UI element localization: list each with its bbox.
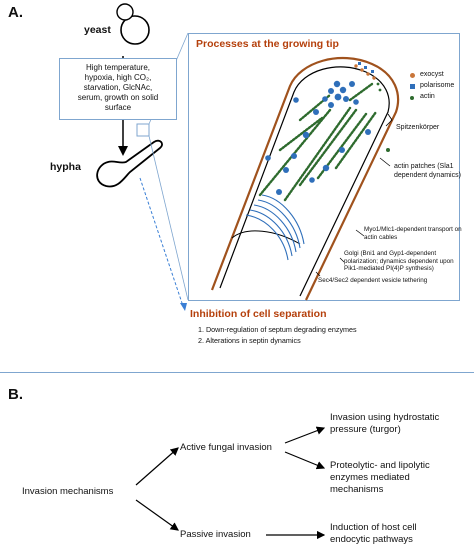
exocyst-marker-icon [410,73,415,78]
condition-line: starvation, GlcNAc, [83,83,153,92]
spitzenkorper-label: Spitzenkörper [396,124,440,131]
golgi-label: Golgi (Bni1 and Gyp1-dependent polarizat… [344,250,454,273]
legend-item-exocyst: exocyst [410,70,454,81]
dashed-arrowhead [180,303,187,311]
annotation-line: actin patches (Sla1 [394,163,454,170]
legend-item-actin: actin [410,92,454,103]
tip-complexes [354,62,382,92]
inhibition-list: 1. Down-regulation of septum degrading e… [198,325,357,346]
annotation-line: Golgi (Bni1 and Gyp1-dependent [344,250,437,257]
condition-line: hypoxia, high CO₂, [84,73,152,82]
yeast-bud [116,3,134,21]
proteolytic-invasion: Proteolytic- and lipolytic enzymes media… [330,460,430,496]
active-invasion: Active fungal invasion [180,442,272,453]
hypha-label: hypha [50,161,81,173]
annotation-line: dependent dynamics) [394,171,461,179]
polarisome-marker-icon [410,84,415,89]
endocytic-invasion: Induction of host cell endocytic pathway… [330,522,417,546]
arrow-to-hydrostatic [284,426,326,444]
inhibition-item: 1. Down-regulation of septum degrading e… [198,325,357,334]
annotation-line: actin cables [364,233,398,241]
node-line: enzymes mediated [330,472,410,483]
node-line: Proteolytic- and lipolytic [330,460,430,471]
legend: exocyst polarisome actin [410,70,454,103]
node-line: Induction of host cell [330,522,417,533]
condition-line: serum, growth on solid [77,93,159,102]
processes-box [188,33,460,301]
dashed-arrow [139,177,184,307]
legend-label: exocyst [420,71,444,79]
cell-wall-outer [210,56,400,301]
conditions-box: High temperature, hypoxia, high CO₂, sta… [59,58,177,120]
invasion-root: Invasion mechanisms [22,486,114,497]
arrow-to-active [135,447,179,486]
actin-marker-icon [410,95,414,100]
annotation-line: polarization; dynamics dependent upon [344,257,454,265]
myo1-pointer [355,229,365,237]
actin-patch-pointer [379,157,391,167]
inhibition-item: 2. Alterations in septin dynamics [198,335,301,345]
passive-invasion: Passive invasion [180,529,251,540]
golgi-stack [245,194,305,261]
hypha-cell [96,139,163,188]
panel-a-label: A. [8,4,23,21]
node-line: endocytic pathways [330,534,413,545]
panel-separator [0,372,474,373]
node-line: Invasion using hydrostatic [330,412,440,423]
tip-focus-square [136,123,150,137]
spitzenkorper-pointer [385,113,393,127]
legend-label: polarisome [420,82,455,90]
processes-title: Processes at the growing tip [196,38,339,50]
vesicles [265,80,371,195]
inhibition-title: Inhibition of cell separation [190,308,327,320]
actin-patches-label: actin patches (Sla1 dependent dynamics) [394,163,461,180]
sec4-label: Sec4/Sec2 dependent vesicle tethering [318,277,428,284]
node-line: pressure (turgor) [330,424,401,435]
annotation-line: Myo1/Mlc1-dependent transport on [364,226,462,233]
zoom-line-bottom [148,135,189,301]
node-line: mechanisms [330,484,384,495]
legend-label: actin [420,93,435,101]
panel-b-label: B. [8,386,23,403]
yeast-label: yeast [84,24,111,36]
plasma-membrane [219,66,390,297]
condition-line: High temperature, [85,63,151,72]
annotation-line: Pik1-mediated PI(4)P synthesis) [344,265,434,273]
actin-patch [386,148,390,152]
golgi-pointer [339,257,345,263]
arrow-to-proteolytic [284,451,326,470]
myo1-label: Myo1/Mlc1-dependent transport on actin c… [364,226,462,241]
legend-item-polarisome: polarisome [410,81,454,92]
condition-line: surface [104,103,132,112]
arrow-to-passive [135,499,179,531]
hydrostatic-invasion: Invasion using hydrostatic pressure (tur… [330,412,439,436]
differentiation-arrowhead [118,146,128,156]
yeast-cell-large [120,15,150,45]
sec4-pointer [315,271,321,277]
